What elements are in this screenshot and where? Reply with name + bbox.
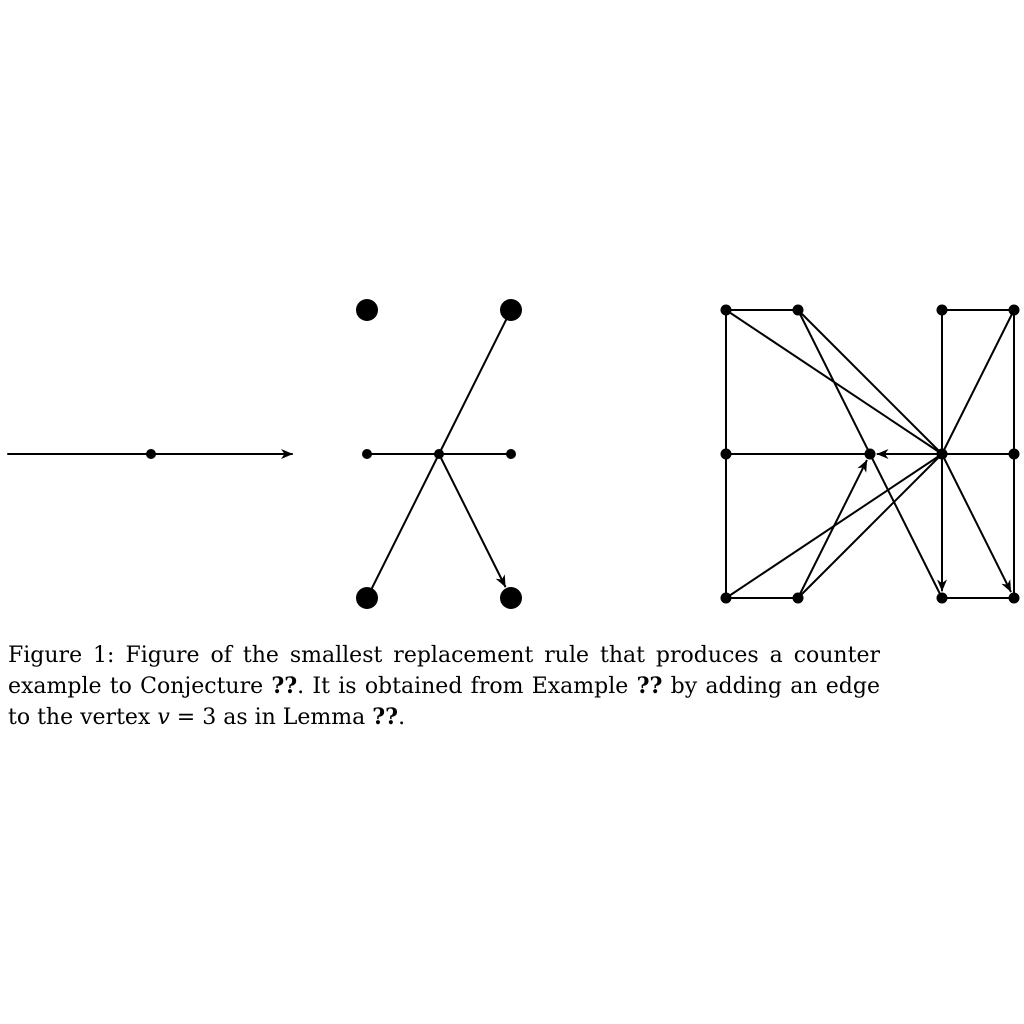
caption-math-value: = 3	[169, 705, 217, 730]
vertex-r10	[792, 592, 804, 604]
directed-edge-c-br	[438, 453, 507, 588]
directed-edge-r10-r6	[797, 459, 868, 599]
panel-replacement-graph	[356, 299, 522, 609]
vertex-r12	[1008, 592, 1020, 604]
caption-label: Figure 1:	[8, 643, 115, 668]
vertex-mr	[506, 449, 516, 459]
panel-result-graph	[720, 304, 1020, 604]
vertex-r3	[936, 304, 948, 316]
vertex-r11	[936, 592, 948, 604]
vertex-tr	[500, 299, 522, 321]
vertex-r2	[792, 304, 804, 316]
vertex-ml	[362, 449, 372, 459]
vertex-r5	[720, 448, 732, 460]
vertex-r7	[936, 448, 948, 460]
edge-c-tr	[438, 309, 512, 455]
edge-r2-r7	[797, 309, 943, 455]
caption-math-variable: v	[157, 705, 170, 730]
vertex-r9	[720, 592, 732, 604]
vertex-r1	[720, 304, 732, 316]
caption-text-5: .	[398, 705, 406, 730]
edge-c-bl	[366, 453, 440, 599]
caption-text-2: . It is obtained from Example	[297, 674, 629, 699]
caption-ref-lemma: ??	[372, 704, 399, 730]
vertex-r8	[1008, 448, 1020, 460]
vertex-r6	[864, 448, 876, 460]
caption-text-4: as in Lemma	[223, 705, 366, 730]
vertex-a	[146, 449, 156, 459]
caption-ref-conjecture: ??	[271, 673, 298, 699]
directed-edge-r7-r12	[941, 453, 1012, 593]
vertex-c	[434, 449, 444, 459]
vertex-br	[500, 587, 522, 609]
vertex-tl	[356, 299, 378, 321]
caption-ref-example: ??	[636, 673, 663, 699]
vertex-bl	[356, 587, 378, 609]
figure-caption: Figure 1: Figure of the smallest replace…	[8, 640, 880, 733]
edge-r10-r7	[797, 453, 943, 599]
caption-text-1: Figure of the smallest replacement rule …	[8, 643, 880, 699]
vertex-r4	[1008, 304, 1020, 316]
caption-text-3: by adding an edge to the vertex	[8, 674, 880, 730]
edge-r4-r7	[941, 309, 1015, 455]
panel-single-edge	[7, 449, 293, 459]
